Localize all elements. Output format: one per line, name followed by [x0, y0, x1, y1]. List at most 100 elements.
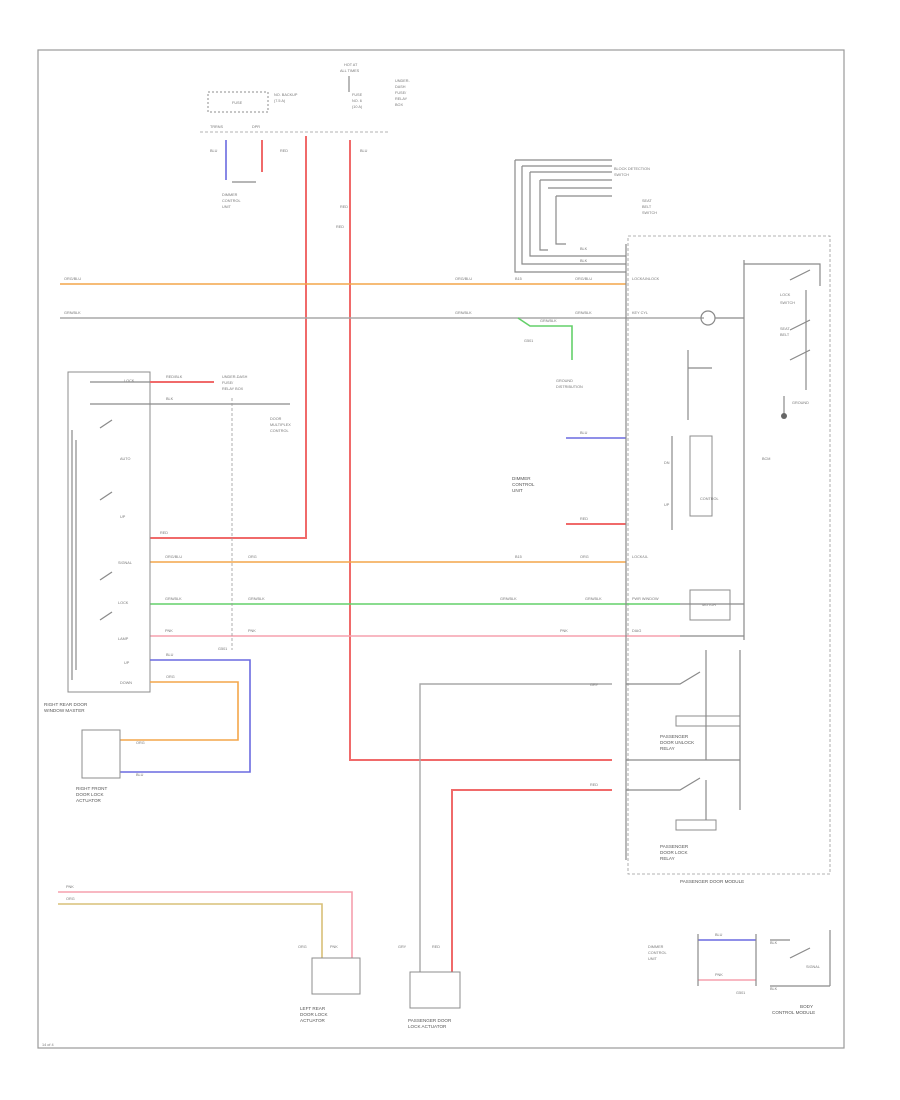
svg-text:UNDER-: UNDER-: [395, 79, 411, 83]
bcm-relays: PASSENGER DOOR UNLOCK RELAY PASSENGER DO…: [626, 650, 741, 861]
svg-text:DASH: DASH: [395, 85, 406, 89]
svg-text:BLU: BLU: [166, 653, 174, 657]
svg-text:DOWN: DOWN: [120, 681, 132, 685]
svg-text:B15: B15: [515, 555, 522, 559]
svg-text:BCM: BCM: [762, 457, 770, 461]
svg-text:BLK: BLK: [770, 987, 778, 991]
svg-text:BELT: BELT: [780, 333, 790, 337]
svg-text:BLK: BLK: [580, 259, 588, 263]
svg-text:ORG: ORG: [580, 555, 589, 559]
svg-text:BLU: BLU: [136, 773, 144, 777]
svg-text:GRN/BLK: GRN/BLK: [64, 311, 81, 315]
svg-text:GROUND: GROUND: [556, 379, 573, 383]
svg-text:ORG/BLU: ORG/BLU: [455, 277, 472, 281]
svg-text:BODY: BODY: [800, 1004, 813, 1009]
svg-text:ORG: ORG: [298, 945, 307, 949]
svg-text:UNIT: UNIT: [512, 488, 523, 493]
svg-text:ORG: ORG: [248, 555, 257, 559]
svg-text:HOT AT: HOT AT: [344, 63, 358, 67]
svg-text:ACTUATOR: ACTUATOR: [300, 1018, 326, 1023]
svg-text:LOCK: LOCK: [124, 379, 135, 383]
svg-text:LOCK/UNLOCK: LOCK/UNLOCK: [632, 277, 660, 281]
svg-text:CONTROL: CONTROL: [512, 482, 535, 487]
svg-text:ORG/BLU: ORG/BLU: [165, 555, 182, 559]
svg-text:FUSE/: FUSE/: [222, 381, 234, 385]
svg-text:UNIT: UNIT: [648, 957, 658, 961]
svg-text:(10 A): (10 A): [352, 105, 363, 109]
svg-text:RELAY: RELAY: [395, 97, 408, 101]
svg-text:RED: RED: [580, 517, 588, 521]
svg-text:ORG: ORG: [66, 897, 75, 901]
svg-text:ALL TIMES: ALL TIMES: [340, 69, 360, 73]
svg-text:RED/BLK: RED/BLK: [166, 375, 183, 379]
svg-text:RED: RED: [160, 531, 168, 535]
svg-text:WINDOW MASTER: WINDOW MASTER: [44, 708, 85, 713]
svg-text:(7.5 A): (7.5 A): [274, 99, 286, 103]
svg-text:FUSE/: FUSE/: [395, 91, 407, 95]
svg-text:G501: G501: [736, 991, 745, 995]
svg-text:CONTROL: CONTROL: [648, 951, 667, 955]
svg-text:PNK: PNK: [248, 629, 256, 633]
svg-text:RELAY: RELAY: [660, 746, 675, 751]
svg-text:DIAG: DIAG: [632, 629, 641, 633]
page-id: 14 of 4: [42, 1043, 54, 1047]
svg-text:DOOR LOCK: DOOR LOCK: [660, 850, 689, 855]
svg-text:BLU: BLU: [715, 933, 723, 937]
svg-text:PASSENGER DOOR: PASSENGER DOOR: [408, 1018, 452, 1023]
svg-text:SWITCH: SWITCH: [780, 301, 795, 305]
svg-text:SEAT: SEAT: [780, 327, 790, 331]
svg-text:PNK: PNK: [560, 629, 568, 633]
svg-text:CONTROL: CONTROL: [700, 497, 719, 501]
svg-text:TRRNS: TRRNS: [210, 125, 224, 129]
svg-text:LOCK: LOCK: [780, 293, 791, 297]
svg-text:PNK: PNK: [66, 885, 74, 889]
svg-text:LAMP: LAMP: [118, 637, 129, 641]
svg-text:GRY: GRY: [398, 945, 407, 949]
svg-text:RELAY BOX: RELAY BOX: [222, 387, 244, 391]
svg-text:PNK: PNK: [330, 945, 338, 949]
svg-text:SWITCH: SWITCH: [614, 173, 629, 177]
svg-text:RED: RED: [590, 783, 598, 787]
svg-text:PWR WINDOW: PWR WINDOW: [632, 597, 659, 601]
svg-text:BLK: BLK: [770, 941, 778, 945]
svg-text:PASSENGER DOOR MODULE: PASSENGER DOOR MODULE: [680, 879, 744, 884]
svg-text:DIMMER: DIMMER: [648, 945, 664, 949]
svg-text:DOOR LOCK: DOOR LOCK: [76, 792, 105, 797]
svg-text:DN: DN: [664, 461, 670, 465]
svg-text:RIGHT REAR DOOR: RIGHT REAR DOOR: [44, 702, 88, 707]
svg-text:NO. 6: NO. 6: [352, 99, 362, 103]
svg-text:RED: RED: [336, 225, 344, 229]
svg-text:RIGHT FRONT: RIGHT FRONT: [76, 786, 107, 791]
relay-bundle: BLOCK DETECTION SWITCH SEAT BELT SWITCH …: [514, 159, 657, 273]
svg-text:GRN/BLK: GRN/BLK: [455, 311, 472, 315]
svg-text:G501: G501: [524, 339, 533, 343]
svg-text:GRN/BLK: GRN/BLK: [248, 597, 265, 601]
svg-text:GROUND: GROUND: [792, 401, 809, 405]
svg-text:DISTRIBUTION: DISTRIBUTION: [556, 385, 583, 389]
svg-text:GRN/BLK: GRN/BLK: [585, 597, 602, 601]
svg-text:GRN/BLK: GRN/BLK: [575, 311, 592, 315]
svg-text:LOCK/UL: LOCK/UL: [632, 555, 648, 559]
svg-text:LOCK: LOCK: [118, 601, 129, 605]
svg-text:GRN/BLK: GRN/BLK: [500, 597, 517, 601]
svg-text:LEFT REAR: LEFT REAR: [300, 1006, 326, 1011]
svg-text:DIMMER: DIMMER: [512, 476, 531, 481]
svg-text:CONTROL: CONTROL: [270, 429, 289, 433]
svg-text:CONTROL MODULE: CONTROL MODULE: [772, 1010, 815, 1015]
driver-window-master-switch: LOCK AUTO UP SIGNAL LOCK LAMP UP DOWN RI…: [44, 371, 151, 713]
svg-text:SWITCH: SWITCH: [642, 211, 657, 215]
svg-text:DPR: DPR: [252, 125, 260, 129]
svg-text:ORG: ORG: [166, 675, 175, 679]
svg-text:CONTROL: CONTROL: [222, 199, 241, 203]
svg-text:BLU: BLU: [580, 431, 588, 435]
svg-text:BLK: BLK: [166, 397, 174, 401]
svg-text:RED: RED: [432, 945, 440, 949]
svg-text:ORG/BLU: ORG/BLU: [64, 277, 81, 281]
svg-text:RELAY: RELAY: [660, 856, 675, 861]
svg-text:DOOR LOCK: DOOR LOCK: [300, 1012, 329, 1017]
bottom-right-module: BLU PNK DIMMER CONTROL UNIT G501 BLK SIG…: [648, 930, 831, 1015]
svg-text:PNK: PNK: [165, 629, 173, 633]
svg-text:ACTUATOR: ACTUATOR: [76, 798, 102, 803]
svg-text:DOOR UNLOCK: DOOR UNLOCK: [660, 740, 695, 745]
